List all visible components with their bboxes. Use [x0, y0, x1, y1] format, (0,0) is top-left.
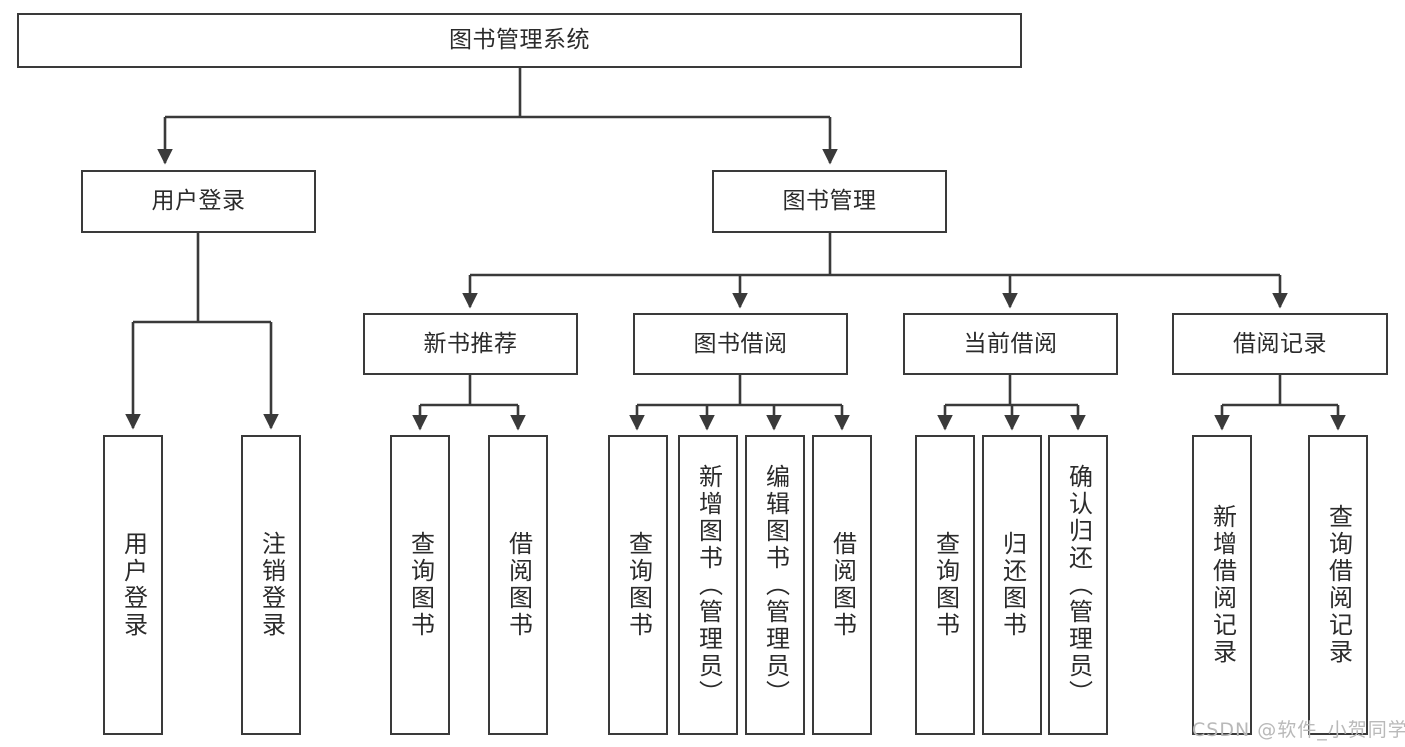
node-root-system[interactable]: 图书管理系统 — [17, 13, 1022, 68]
leaf-book-borrow-edit[interactable]: 编辑图书（管理员） — [745, 435, 805, 735]
node-borrow-record-label: 借阅记录 — [1233, 330, 1327, 357]
node-borrow-record[interactable]: 借阅记录 — [1172, 313, 1388, 375]
node-current-borrow-label: 当前借阅 — [963, 330, 1058, 357]
leaf-borrow-record-add-label: 新增借阅记录 — [1208, 504, 1237, 666]
node-user-login-label: 用户登录 — [151, 188, 246, 215]
node-book-manage[interactable]: 图书管理 — [712, 170, 947, 233]
node-new-book-recommend[interactable]: 新书推荐 — [363, 313, 578, 375]
node-book-borrow[interactable]: 图书借阅 — [633, 313, 848, 375]
node-current-borrow[interactable]: 当前借阅 — [903, 313, 1118, 375]
leaf-current-borrow-confirm[interactable]: 确认归还（管理员） — [1048, 435, 1108, 735]
node-user-login[interactable]: 用户登录 — [81, 170, 316, 233]
leaf-user-login-login-label: 用户登录 — [119, 531, 148, 639]
leaf-book-borrow-query[interactable]: 查询图书 — [608, 435, 668, 735]
leaf-new-book-borrow-label: 借阅图书 — [504, 531, 533, 639]
node-book-borrow-label: 图书借阅 — [693, 330, 788, 357]
leaf-book-borrow-borrow[interactable]: 借阅图书 — [812, 435, 872, 735]
leaf-current-borrow-query-label: 查询图书 — [931, 531, 960, 639]
leaf-user-login-logout[interactable]: 注销登录 — [241, 435, 301, 735]
node-root-system-label: 图书管理系统 — [449, 27, 590, 54]
leaf-book-borrow-query-label: 查询图书 — [624, 531, 653, 639]
leaf-current-borrow-return[interactable]: 归还图书 — [982, 435, 1042, 735]
csdn-watermark: CSDN @软件_小贺同学 — [1192, 719, 1405, 741]
leaf-borrow-record-query[interactable]: 查询借阅记录 — [1308, 435, 1368, 735]
node-new-book-recommend-label: 新书推荐 — [423, 330, 518, 357]
leaf-new-book-query[interactable]: 查询图书 — [390, 435, 450, 735]
leaf-borrow-record-add[interactable]: 新增借阅记录 — [1192, 435, 1252, 735]
leaf-new-book-borrow[interactable]: 借阅图书 — [488, 435, 548, 735]
leaf-borrow-record-query-label: 查询借阅记录 — [1324, 504, 1353, 666]
leaf-new-book-query-label: 查询图书 — [406, 531, 435, 639]
leaf-current-borrow-confirm-label: 确认归还（管理员） — [1064, 463, 1093, 707]
leaf-book-borrow-edit-label: 编辑图书（管理员） — [761, 463, 790, 707]
leaf-user-login-login[interactable]: 用户登录 — [103, 435, 163, 735]
leaf-current-borrow-query[interactable]: 查询图书 — [915, 435, 975, 735]
leaf-book-borrow-add-label: 新增图书（管理员） — [694, 463, 723, 707]
leaf-book-borrow-borrow-label: 借阅图书 — [828, 531, 857, 639]
leaf-current-borrow-return-label: 归还图书 — [998, 531, 1027, 639]
leaf-user-login-logout-label: 注销登录 — [257, 531, 286, 639]
leaf-book-borrow-add[interactable]: 新增图书（管理员） — [678, 435, 738, 735]
node-book-manage-label: 图书管理 — [782, 188, 877, 215]
